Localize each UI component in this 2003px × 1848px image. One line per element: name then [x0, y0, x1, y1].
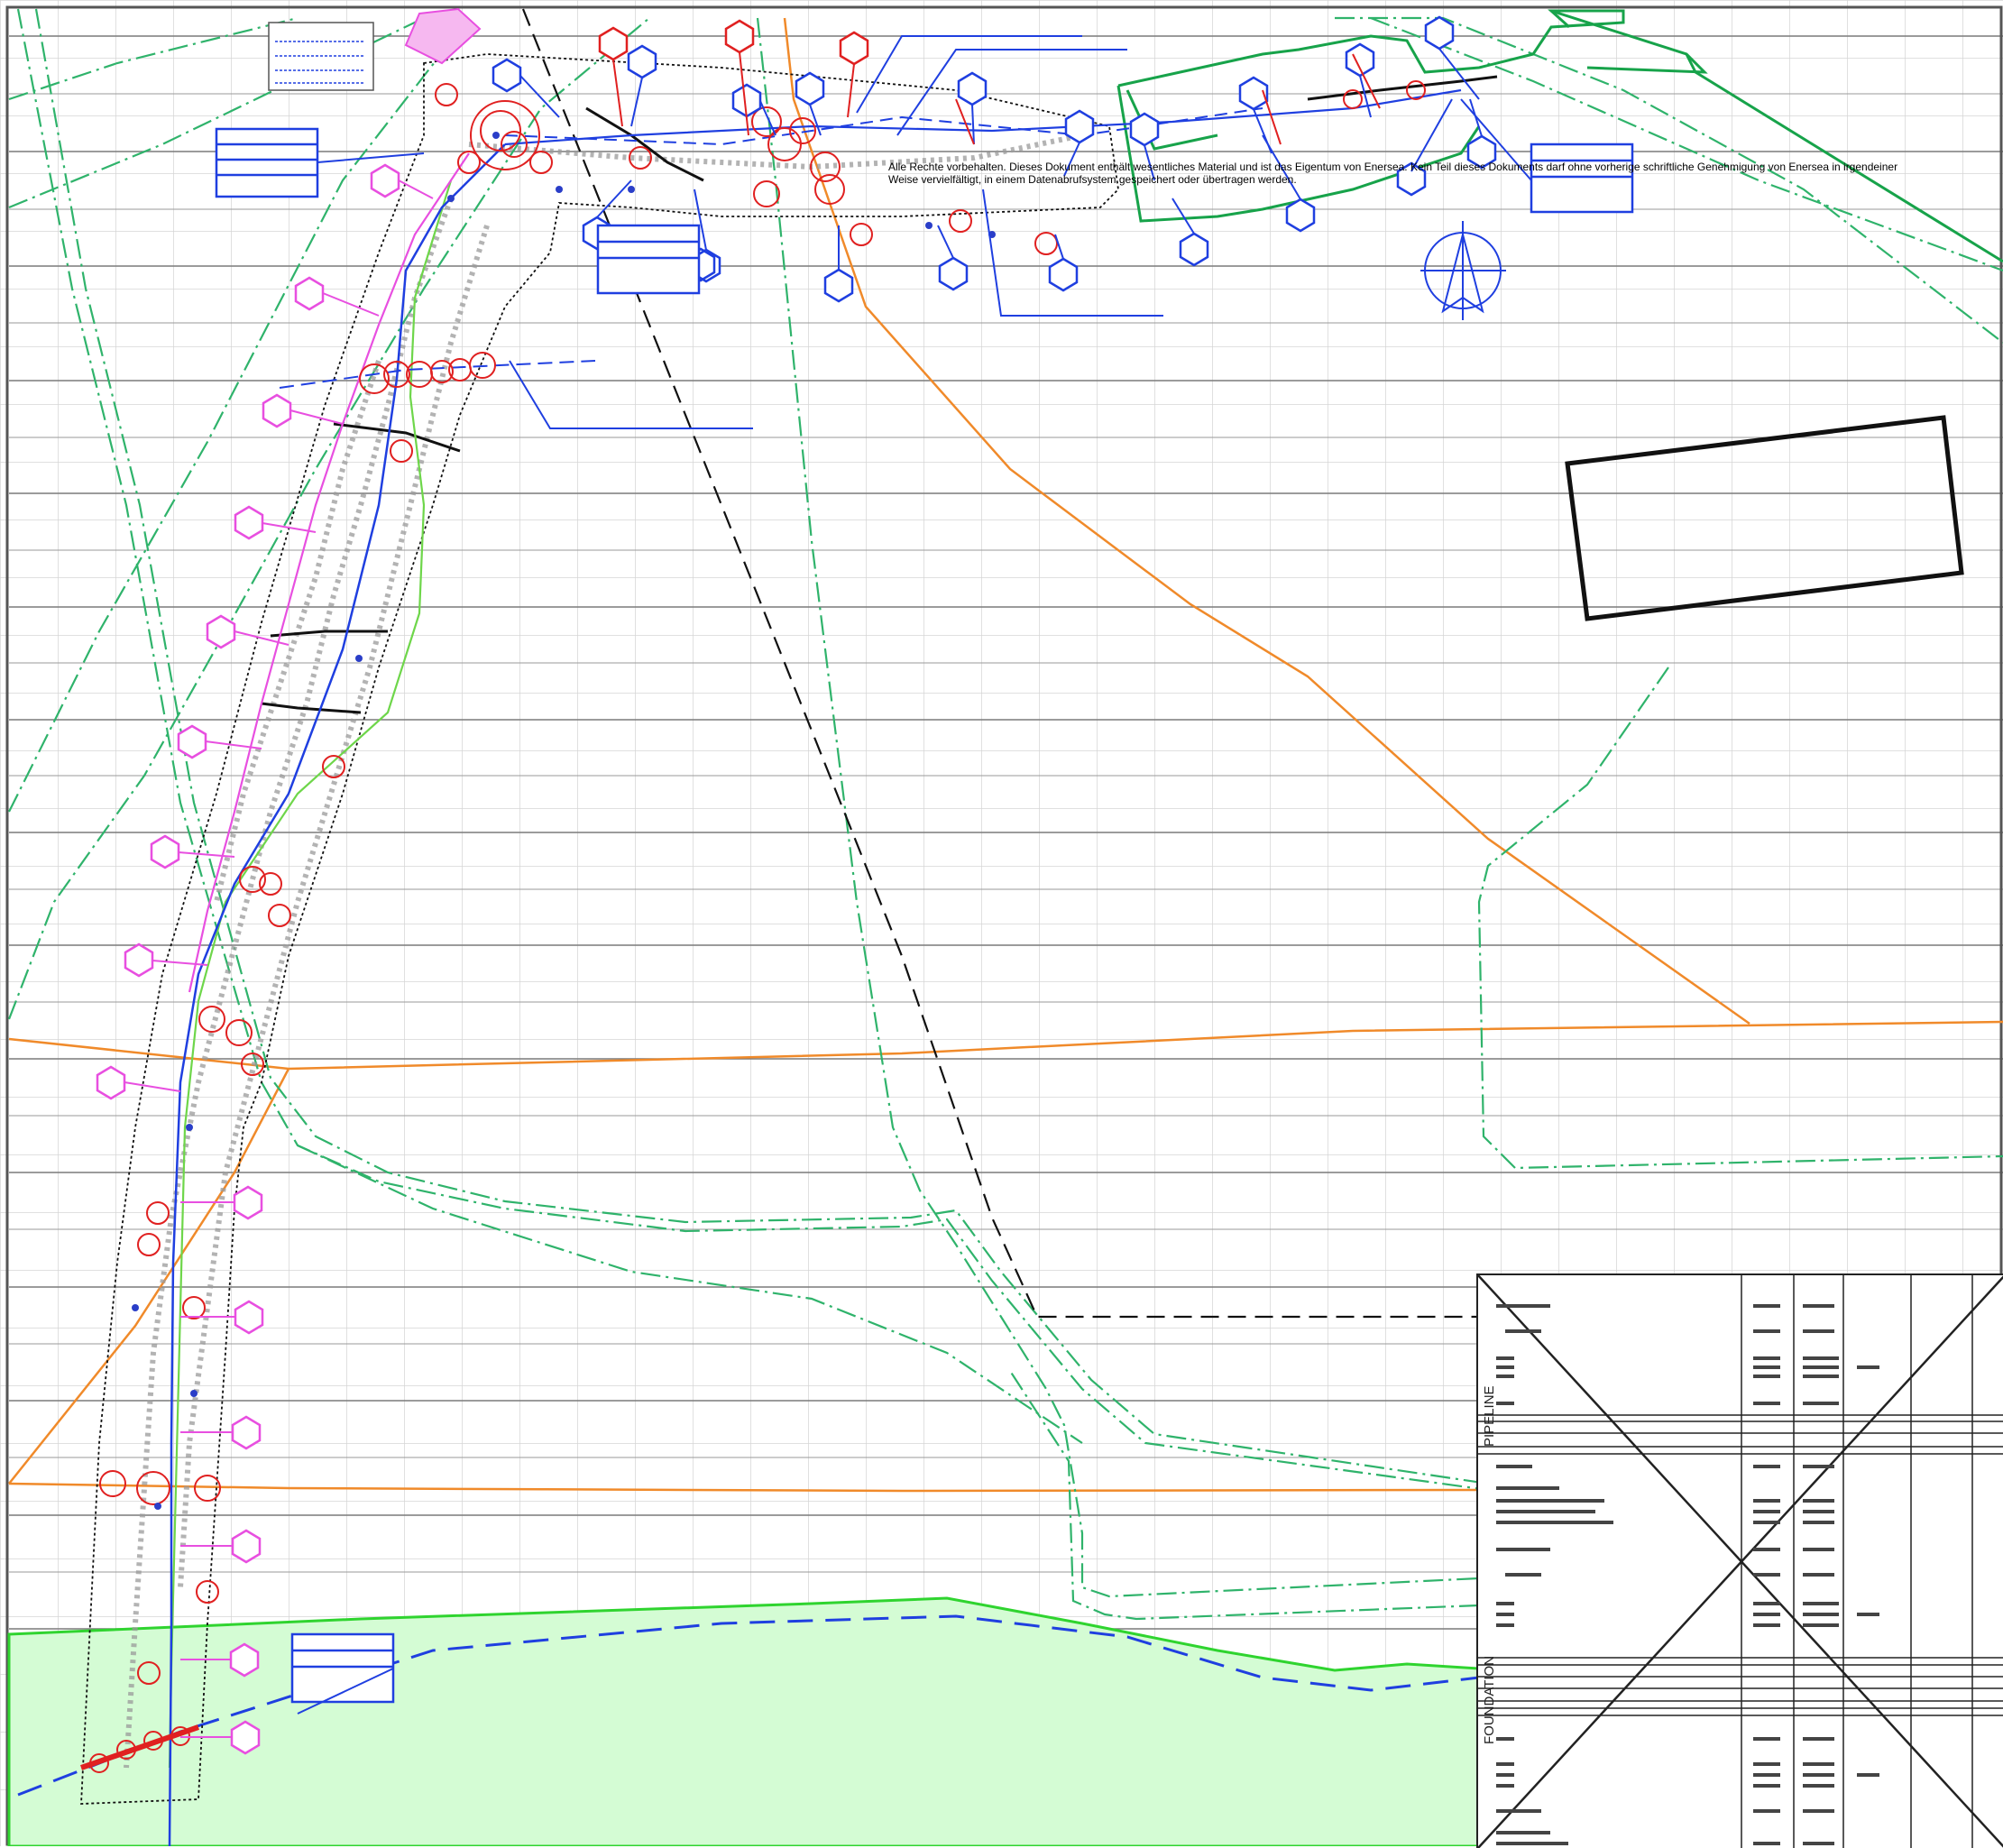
boundary-lines-orange: [8, 17, 2003, 1493]
structure-rectangle: [1565, 415, 1964, 621]
data-table-grid: [1478, 1275, 2003, 1848]
callout-hexagons-magenta: [96, 163, 400, 1755]
route-line-lightgreen: [168, 179, 453, 1769]
structure-outline-green: [1116, 9, 2003, 263]
black-dashed-line: [521, 8, 1479, 1319]
shaded-area-boundary-dashed: [17, 1614, 1480, 1797]
magenta-marker-top: [404, 7, 482, 65]
survey-corridor: [80, 53, 1119, 1805]
table-cancel-cross: [1478, 1275, 2003, 1848]
legend-box: [268, 22, 374, 91]
callout-leaders-blue: [509, 35, 1483, 429]
callout-leaders-red: [612, 51, 1381, 145]
section-label-foundation: FOUNDATION: [1482, 1655, 1497, 1744]
section-label-pipeline: PIPELINE: [1482, 1385, 1497, 1447]
copyright-notice: Alle Rechte vorbehalten. Dieses Dokument…: [888, 161, 2003, 186]
copyright-notice-line1: Alle Rechte vorbehalten. Dieses Dokument…: [888, 161, 1898, 173]
label-boxes-blue: [215, 127, 1634, 1704]
table-cell-marks: [1496, 1304, 1879, 1845]
anomaly-fill-dots: [132, 132, 996, 1510]
label-box-leaders: [297, 98, 1532, 1715]
north-arrow: [1420, 221, 1506, 320]
callout-hexagons-red: [598, 19, 869, 66]
route-line-magenta: [188, 152, 470, 993]
data-table-panel: PIPELINE FOUNDATION: [1476, 1273, 2003, 1848]
seabed-black-features: [261, 75, 1498, 714]
route-line-blue: [168, 143, 506, 1846]
callout-leaders-magenta: [124, 179, 434, 1738]
callout-hexagons-blue: [492, 15, 1497, 303]
copyright-notice-line2: Weise vervielfältigt, in einem Datenabru…: [888, 173, 1297, 186]
anomaly-markers: [80, 80, 1426, 1773]
